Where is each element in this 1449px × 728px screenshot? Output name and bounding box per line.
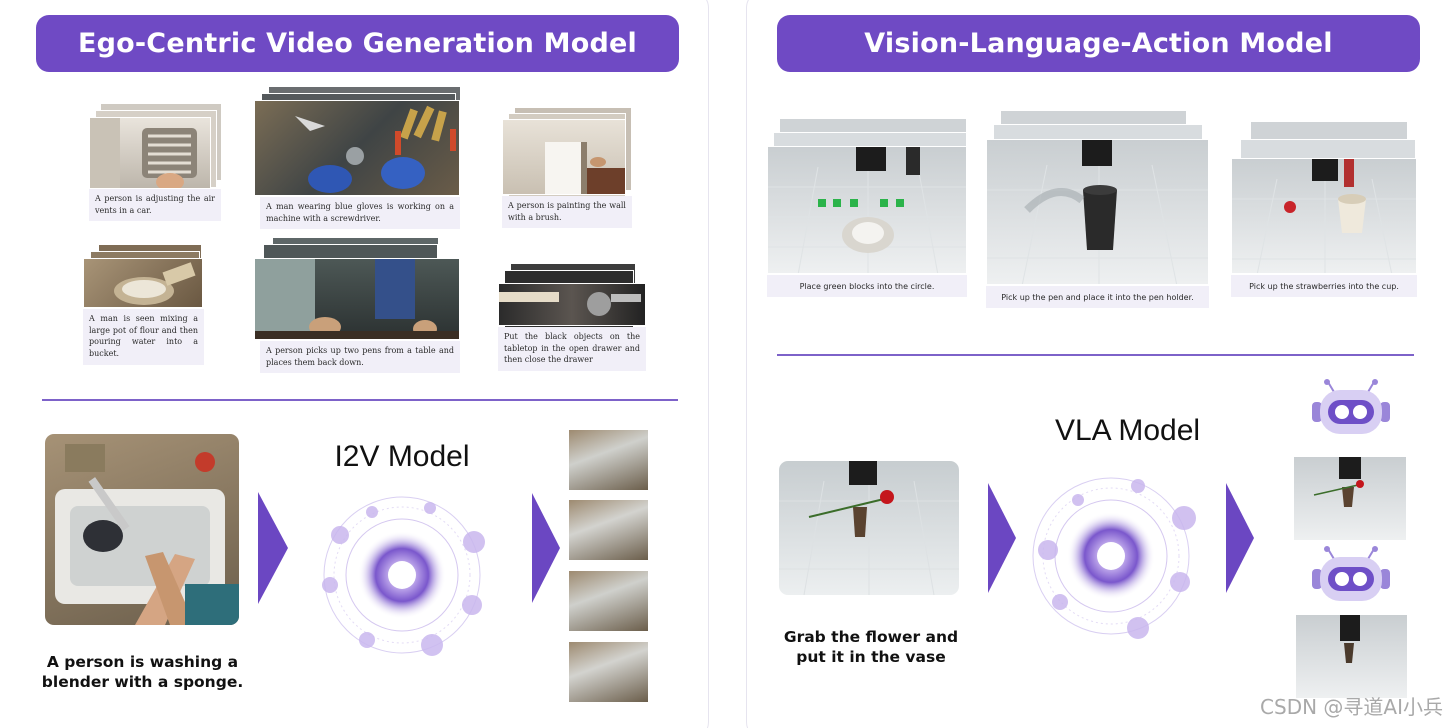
output-frame — [568, 570, 649, 632]
input-caption-right: Grab the flower and put it in the vase — [783, 628, 959, 666]
robot-icon — [1312, 546, 1390, 601]
arrow-right-icon — [532, 493, 560, 603]
model-sphere-icon — [1032, 477, 1196, 639]
caption: Pick up the strawberries into the cup. — [1231, 275, 1417, 297]
robot-icon — [1312, 379, 1390, 434]
watermark: CSDN @寻道AI小兵 — [1260, 695, 1443, 719]
caption: A person is painting the wall with a bru… — [502, 196, 632, 228]
ego-centric-title: Ego-Centric Video Generation Model — [36, 15, 679, 72]
caption: Pick up the pen and place it into the pe… — [986, 286, 1209, 308]
caption: Place green blocks into the circle. — [767, 275, 967, 297]
arrow-right-icon — [988, 483, 1016, 593]
output-frame — [1295, 614, 1408, 699]
arrow-right-icon — [1226, 483, 1254, 593]
model-sphere-icon — [322, 496, 485, 656]
input-image-vase — [779, 461, 959, 595]
vla-title: Vision-Language-Action Model — [777, 15, 1420, 72]
output-frame — [568, 429, 649, 491]
output-frame — [1293, 456, 1407, 541]
left-divider — [42, 399, 678, 401]
output-frame — [568, 499, 649, 561]
caption: Put the black objects on the tabletop in… — [498, 327, 646, 371]
caption: A person is adjusting the air vents in a… — [89, 189, 221, 221]
i2v-model-label: I2V Model — [334, 440, 470, 473]
arrow-right-icon — [258, 492, 288, 604]
vla-model-label: VLA Model — [1054, 414, 1201, 447]
caption: A man is seen mixing a large pot of flou… — [83, 309, 204, 365]
right-divider — [777, 354, 1414, 356]
output-frame — [568, 641, 649, 703]
caption: A person picks up two pens from a table … — [260, 341, 460, 373]
input-caption-left: A person is washing a blender with a spo… — [41, 653, 244, 691]
caption: A man wearing blue gloves is working on … — [260, 197, 460, 229]
input-image-sink — [45, 434, 239, 625]
